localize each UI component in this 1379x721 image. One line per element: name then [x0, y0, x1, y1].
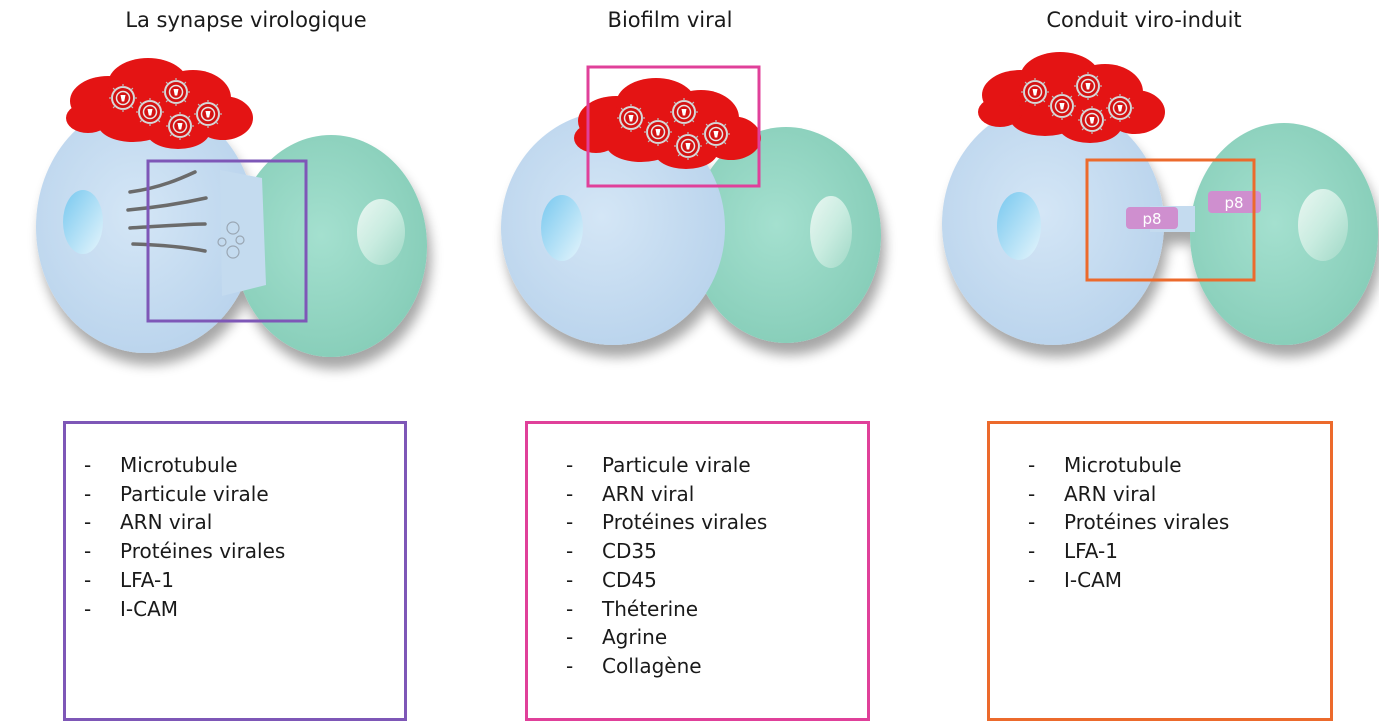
biofilm-components-box: -Particule virale -ARN viral -Protéines … — [525, 421, 870, 721]
target-cell — [1190, 123, 1378, 345]
list-item: -Protéines virales — [1028, 508, 1330, 537]
list-item: -ARN viral — [566, 480, 867, 509]
conduit-components-list: -Microtubule -ARN viral -Protéines viral… — [990, 424, 1330, 595]
infected-cell-nucleus — [63, 190, 103, 254]
infected-cell-nucleus — [541, 195, 583, 261]
viral-biofilm-illustration — [501, 67, 881, 345]
synapse-components-list: -Microtubule -Particule virale -ARN vira… — [66, 424, 404, 623]
list-item: -LFA-1 — [1028, 537, 1330, 566]
list-item: -Protéines virales — [566, 508, 867, 537]
biofilm-components-list: -Particule virale -ARN viral -Protéines … — [528, 424, 867, 681]
svg-text:p8: p8 — [1224, 194, 1243, 212]
p8-chip-left: p8 — [1126, 207, 1178, 229]
list-item: -Agrine — [566, 623, 867, 652]
target-cell-nucleus — [1298, 189, 1348, 261]
list-item: -Particule virale — [84, 480, 404, 509]
illustration-canvas: p8 p8 — [0, 0, 1379, 420]
target-cell-nucleus — [810, 196, 852, 268]
list-item: -Collagène — [566, 652, 867, 681]
svg-text:p8: p8 — [1142, 210, 1161, 228]
infected-cell-nucleus — [997, 192, 1041, 260]
list-item: -ARN viral — [84, 508, 404, 537]
list-item: -I-CAM — [1028, 566, 1330, 595]
target-cell-nucleus — [357, 199, 405, 265]
conduit-components-box: -Microtubule -ARN viral -Protéines viral… — [987, 421, 1333, 721]
list-item: -Microtubule — [1028, 451, 1330, 480]
list-item: -CD45 — [566, 566, 867, 595]
list-item: -LFA-1 — [84, 566, 404, 595]
list-item: -ARN viral — [1028, 480, 1330, 509]
list-item: -Particule virale — [566, 451, 867, 480]
viro-induced-conduit-illustration: p8 p8 — [942, 52, 1378, 345]
list-item: -I-CAM — [84, 595, 404, 624]
synapse-components-box: -Microtubule -Particule virale -ARN vira… — [63, 421, 407, 721]
list-item: -Théterine — [566, 595, 867, 624]
list-item: -Microtubule — [84, 451, 404, 480]
list-item: -Protéines virales — [84, 537, 404, 566]
list-item: -CD35 — [566, 537, 867, 566]
virological-synapse-illustration — [36, 58, 427, 357]
